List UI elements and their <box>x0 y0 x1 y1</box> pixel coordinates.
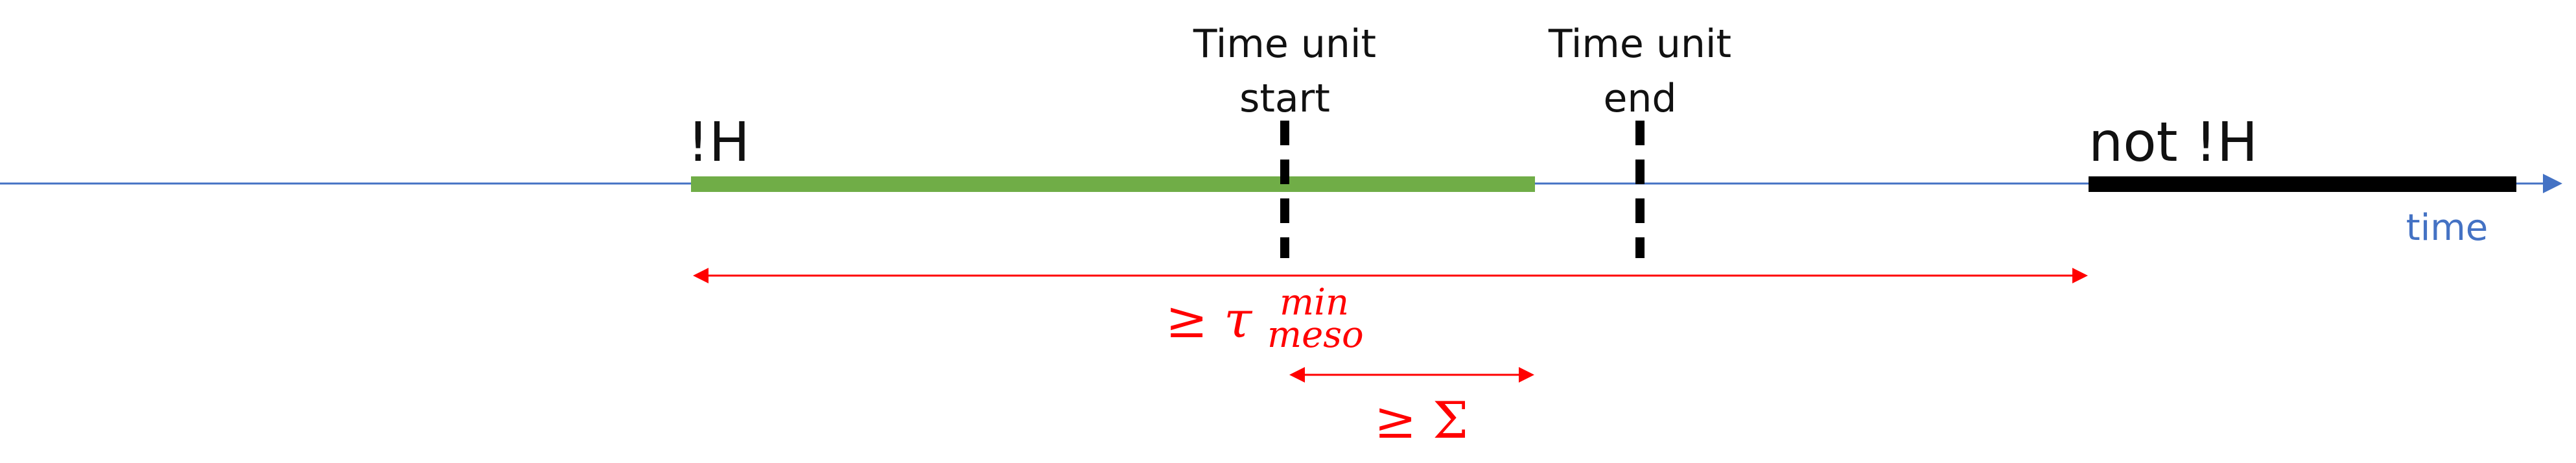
not-h-state-label: not !H <box>2089 110 2258 174</box>
tau-min-meso-prefix: ≥ τ <box>1165 291 1253 350</box>
tau-min-meso-superscript: min <box>1280 281 1349 324</box>
time-unit-start-label-line1: Time unit <box>1193 21 1376 67</box>
tau-min-meso-annotation: ≥ τ min meso <box>1165 281 1364 356</box>
tau-min-meso-subscript: meso <box>1267 314 1364 356</box>
time-unit-start-label-line2: start <box>1239 76 1330 121</box>
time-axis-label: time <box>2406 207 2488 249</box>
sigma-annotation: ≥ Σ <box>1374 392 1468 450</box>
time-unit-end-label-line2: end <box>1603 76 1676 121</box>
time-unit-end-label-line1: Time unit <box>1548 21 1731 67</box>
h-state-bar <box>691 176 1535 192</box>
h-state-label: !H <box>687 110 750 174</box>
not-h-state-bar <box>2089 176 2516 192</box>
